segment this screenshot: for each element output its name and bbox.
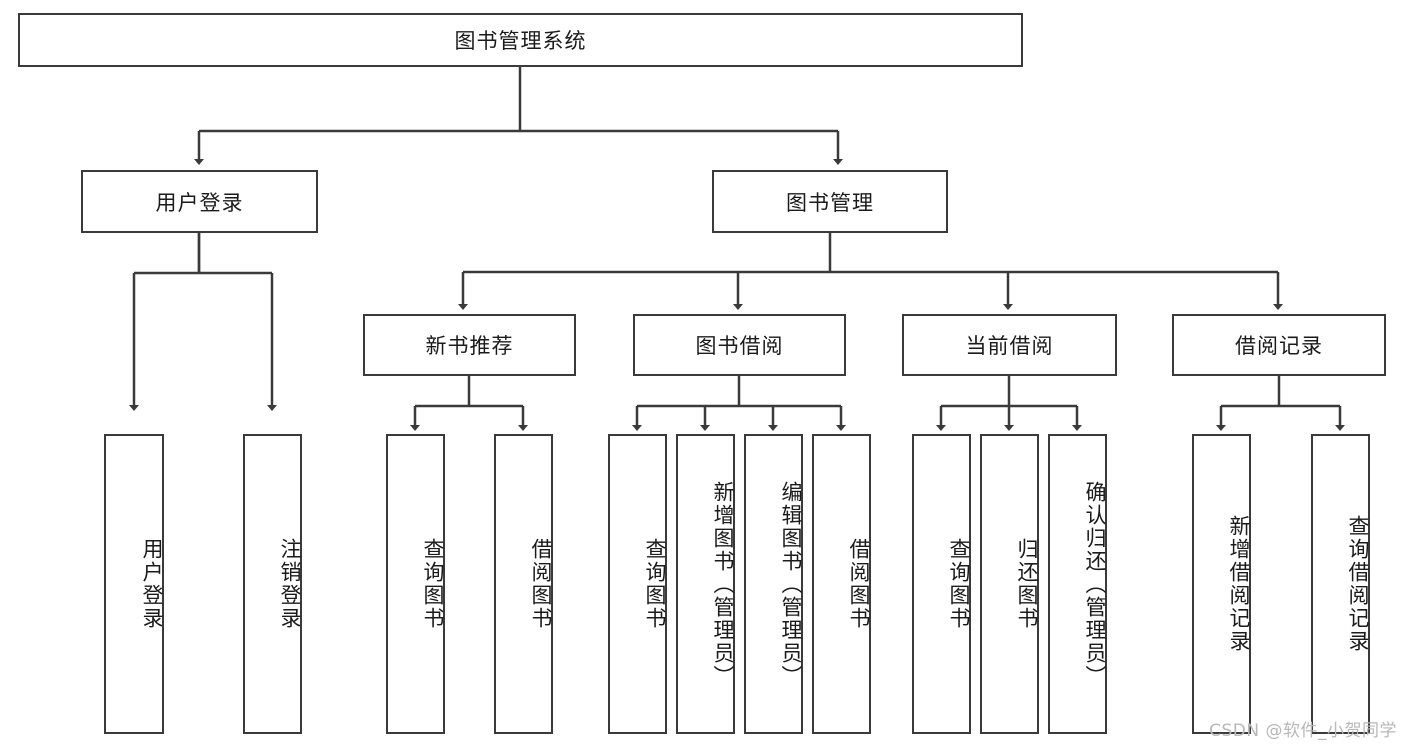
node-book-borrow-label: 图书借阅 (695, 334, 784, 358)
node-book-management[interactable]: 图书管理 (712, 170, 948, 233)
node-book-management-label: 图书管理 (786, 190, 874, 215)
node-user-login-label: 用户登录 (155, 190, 244, 215)
leaf-label: 查询借阅记录 (1346, 515, 1370, 653)
leaf-user-login-login[interactable]: 用户登录 (104, 434, 164, 734)
leaf-label: 查询图书 (947, 538, 971, 630)
node-user-login[interactable]: 用户登录 (81, 170, 318, 233)
leaf-label: 确认归还（管理员） (1083, 480, 1107, 688)
node-new-book-recommend[interactable]: 新书推荐 (363, 314, 576, 376)
leaf-label: 新增借阅记录 (1227, 515, 1251, 653)
leaf-book-borrow-query-book[interactable]: 查询图书 (608, 434, 667, 734)
node-current-borrow[interactable]: 当前借阅 (902, 314, 1117, 376)
leaf-label: 注销登录 (278, 538, 302, 630)
node-current-borrow-label: 当前借阅 (965, 334, 1054, 358)
leaf-current-borrow-query-book[interactable]: 查询图书 (912, 434, 971, 734)
leaf-book-borrow-edit-book[interactable]: 编辑图书（管理员） (744, 434, 803, 734)
node-borrow-record[interactable]: 借阅记录 (1172, 314, 1386, 376)
leaf-new-book-query-book[interactable]: 查询图书 (386, 434, 445, 734)
leaf-label: 用户登录 (140, 538, 164, 630)
leaf-book-borrow-borrow-book[interactable]: 借阅图书 (812, 434, 871, 734)
leaf-new-book-borrow-book[interactable]: 借阅图书 (494, 434, 553, 734)
leaf-label: 归还图书 (1015, 538, 1039, 630)
leaf-current-borrow-confirm-return[interactable]: 确认归还（管理员） (1048, 434, 1107, 734)
leaf-label: 查询图书 (421, 538, 445, 630)
leaf-label: 借阅图书 (847, 538, 871, 630)
leaf-borrow-record-add-record[interactable]: 新增借阅记录 (1192, 434, 1251, 734)
node-root-label: 图书管理系统 (454, 29, 587, 53)
leaf-borrow-record-query-record[interactable]: 查询借阅记录 (1311, 434, 1370, 734)
node-root[interactable]: 图书管理系统 (18, 13, 1023, 67)
leaf-label: 编辑图书（管理员） (779, 480, 803, 688)
node-new-book-recommend-label: 新书推荐 (425, 334, 514, 358)
leaf-book-borrow-add-book[interactable]: 新增图书（管理员） (676, 434, 735, 734)
leaf-current-borrow-return-book[interactable]: 归还图书 (980, 434, 1039, 734)
node-borrow-record-label: 借阅记录 (1235, 334, 1323, 358)
leaf-label: 新增图书（管理员） (711, 480, 735, 688)
leaf-user-login-logout[interactable]: 注销登录 (243, 434, 302, 734)
leaf-label: 借阅图书 (529, 538, 553, 630)
csdn-watermark: CSDN @软件_小贺同学 (1209, 721, 1397, 741)
node-book-borrow[interactable]: 图书借阅 (633, 314, 846, 376)
leaf-label: 查询图书 (643, 538, 667, 630)
